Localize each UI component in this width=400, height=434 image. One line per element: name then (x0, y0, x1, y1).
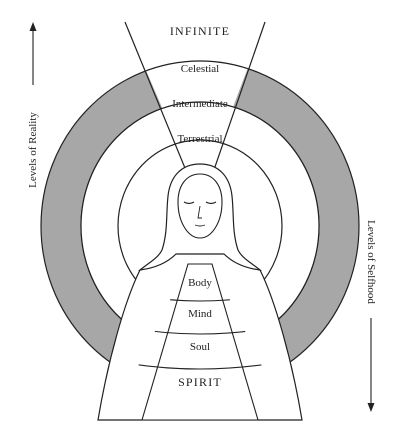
wedge-bands (125, 60, 265, 195)
nose (197, 205, 202, 219)
reality-axis-label: Levels of Reality (27, 112, 39, 188)
reality-level-terrestrial: Terrestrial (177, 133, 222, 145)
spirit-label: SPIRIT (178, 375, 222, 389)
eye-left (183, 201, 195, 205)
selfhood-level-body: Body (188, 277, 212, 289)
reality-arrow-head (29, 22, 37, 31)
reality-level-intermediate: Intermediate (172, 98, 228, 110)
selfhood-axis-label: Levels of Selfhood (365, 220, 377, 304)
wedge-left-edge (124, 21, 195, 191)
top-wedge (125, 22, 265, 195)
mouth (194, 224, 206, 227)
eye-right (205, 201, 217, 205)
selfhood-level-soul: Soul (190, 341, 210, 353)
reality-level-celestial: Celestial (181, 63, 220, 75)
self-wedge (141, 263, 259, 421)
selfhood-level-mind: Mind (188, 308, 212, 320)
wedge-right-edge (206, 21, 266, 191)
selfhood-arrow-head (367, 403, 375, 412)
infinite-label: INFINITE (170, 24, 230, 38)
